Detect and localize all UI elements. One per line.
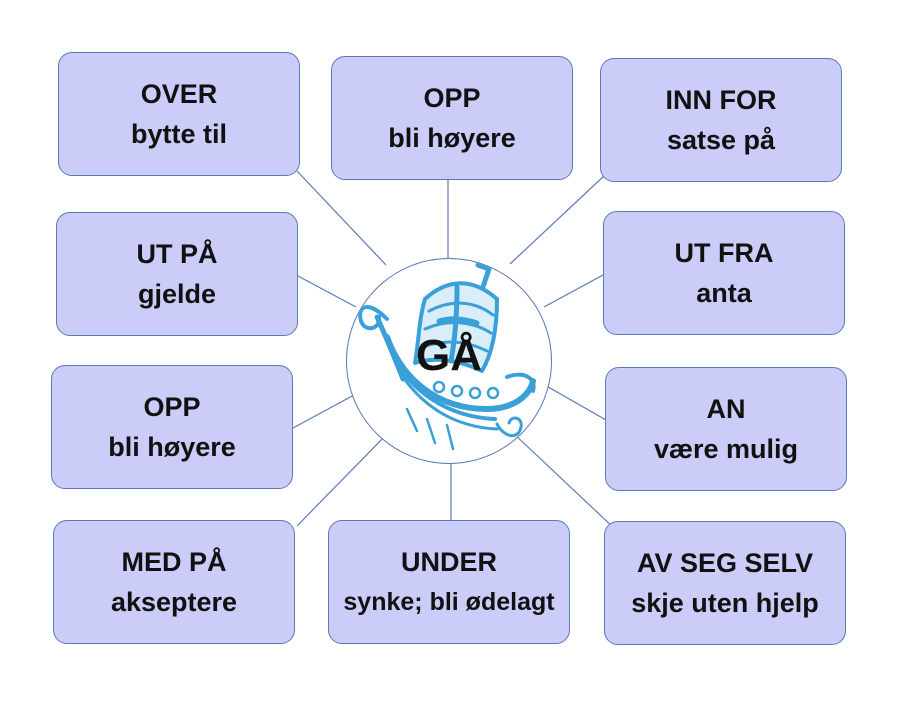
particle-label: OPP xyxy=(143,392,201,422)
box-ut-fra: UT FRA anta xyxy=(603,211,845,335)
viking-ship-icon xyxy=(358,262,536,451)
meaning-label: satse på xyxy=(666,125,776,155)
particle-label: UNDER xyxy=(400,547,497,577)
meaning-label: akseptere xyxy=(110,587,238,617)
particle-label: AV SEG SELV xyxy=(636,548,814,578)
meaning-label: bli høyere xyxy=(388,123,516,153)
particle-label: UT PÅ xyxy=(136,239,218,269)
particle-label: OVER xyxy=(140,79,218,109)
meaning-label: skje uten hjelp xyxy=(631,588,819,618)
center-hub: GÅ xyxy=(346,258,552,464)
box-inn-for: INN FOR satse på xyxy=(600,58,842,182)
meaning-label: være mulig xyxy=(653,434,799,464)
box-opp-left: OPP bli høyere xyxy=(51,365,293,489)
particle-label: MED PÅ xyxy=(121,547,227,577)
box-av-seg-selv: AV SEG SELV skje uten hjelp xyxy=(604,521,846,645)
box-over: OVER bytte til xyxy=(58,52,300,176)
meaning-label: synke; bli ødelagt xyxy=(343,588,555,616)
box-med-pa: MED PÅ akseptere xyxy=(53,520,295,644)
particle-label: OPP xyxy=(423,83,481,113)
connector-ut-fra xyxy=(543,274,604,308)
connector-an xyxy=(542,383,607,421)
box-opp-top: OPP bli høyere xyxy=(331,56,573,180)
meaning-label: anta xyxy=(696,278,752,308)
connector-av-seg-selv xyxy=(511,431,616,530)
connector-ut-pa xyxy=(297,275,357,308)
center-word: GÅ xyxy=(416,331,482,380)
box-an: AN være mulig xyxy=(605,367,847,491)
box-ut-pa: UT PÅ gjelde xyxy=(56,212,298,336)
connector-inn-for xyxy=(509,174,606,265)
particle-label: UT FRA xyxy=(674,238,774,268)
connector-med-pa xyxy=(296,434,387,527)
connector-opp-left xyxy=(292,394,355,429)
particle-label: INN FOR xyxy=(665,85,777,115)
meaning-label: gjelde xyxy=(137,279,217,309)
connector-over xyxy=(296,170,387,266)
meaning-label: bytte til xyxy=(130,119,227,149)
particle-label: AN xyxy=(706,394,746,424)
meaning-label: bli høyere xyxy=(108,432,236,462)
box-under: UNDER synke; bli ødelagt xyxy=(328,520,570,644)
